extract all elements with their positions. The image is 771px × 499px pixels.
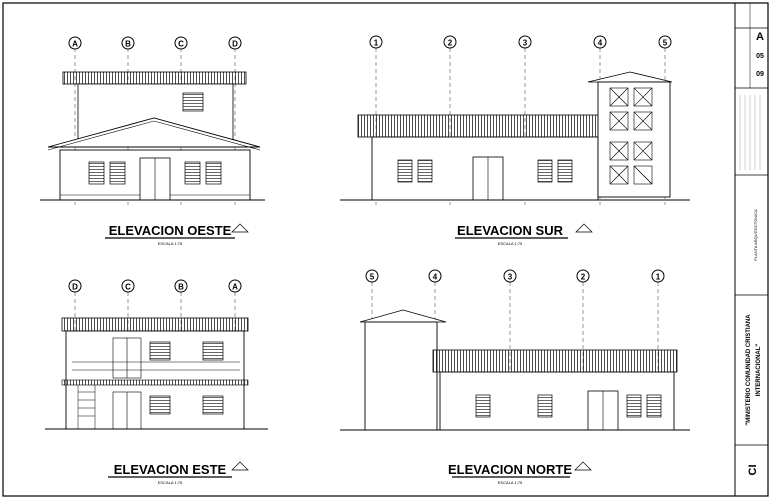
view-scale: ESCALA 1:75	[158, 241, 183, 246]
sheet-letter: A	[756, 31, 764, 43]
view-elevacion-oeste: A B C D ELEVACION OESTE ESCALA 1:75	[40, 36, 265, 246]
tower-windows	[609, 87, 653, 185]
svg-text:2: 2	[448, 39, 453, 48]
view-scale: ESCALA 1:75	[498, 241, 523, 246]
axis-bubble-3: 3	[503, 269, 517, 283]
view-elevacion-este: D C B A ELEVACION ESTE ESCALA 1:75	[45, 279, 268, 485]
upper-roof	[62, 71, 247, 85]
svg-text:B: B	[178, 283, 184, 292]
svg-text:C: C	[125, 283, 131, 292]
north-symbol-icon	[231, 461, 249, 471]
view-title: ELEVACION SUR	[457, 223, 564, 238]
axis-bubble-5: 5	[365, 269, 379, 283]
svg-text:3: 3	[508, 273, 513, 282]
axis-bubble-d: D	[68, 279, 82, 293]
svg-text:D: D	[232, 40, 238, 49]
sheet-total: 09	[756, 71, 764, 78]
view-title: ELEVACION NORTE	[448, 462, 572, 477]
info-lines	[739, 95, 761, 170]
axis-bubble-1: 1	[651, 269, 665, 283]
svg-text:2: 2	[581, 273, 586, 282]
window-row	[88, 161, 222, 185]
stair	[77, 385, 96, 429]
axis-bubble-c: C	[121, 279, 135, 293]
view-scale: ESCALA 1:75	[158, 480, 183, 485]
svg-text:B: B	[125, 40, 131, 49]
axis-bubble-3: 3	[518, 35, 532, 49]
svg-text:4: 4	[433, 273, 438, 282]
svg-text:3: 3	[523, 39, 528, 48]
vent-upper	[182, 92, 204, 112]
svg-text:1: 1	[656, 273, 661, 282]
project-line-2: INTERNACIONAL"	[756, 344, 762, 397]
svg-text:4: 4	[598, 39, 603, 48]
axis-bubble-2: 2	[443, 35, 457, 49]
axis-bubble-a: A	[68, 36, 82, 50]
svg-text:A: A	[232, 283, 238, 292]
axis-bubble-d: D	[228, 36, 242, 50]
title-block-frame	[734, 2, 769, 497]
axis-bubble-5: 5	[658, 35, 672, 49]
svg-text:C: C	[178, 40, 184, 49]
roof	[357, 114, 599, 138]
svg-text:5: 5	[663, 39, 668, 48]
north-symbol-icon	[574, 461, 592, 471]
view-elevacion-sur: 1 2 3 4 5 ELEVACION SUR ESCALA 1:75	[340, 35, 690, 246]
view-title: ELEVACION OESTE	[109, 223, 232, 238]
axis-bubble-1: 1	[369, 35, 383, 49]
axis-bubble-4: 4	[428, 269, 442, 283]
axis-bubble-b: B	[174, 279, 188, 293]
north-symbol-icon	[231, 223, 249, 233]
axis-bubble-c: C	[174, 36, 188, 50]
contents-label: PLANTA ARQUITECTONICA	[753, 209, 758, 261]
svg-text:5: 5	[370, 273, 375, 282]
axis-bubble-b: B	[121, 36, 135, 50]
axis-bubble-a: A	[228, 279, 242, 293]
north-symbol-icon	[575, 223, 593, 233]
axis-bubble-4: 4	[593, 35, 607, 49]
view-elevacion-norte: 5 4 3 2 1 ELEVACION NORTE ESCALA 1:75	[340, 269, 690, 485]
wall-windows	[397, 159, 573, 183]
view-title: ELEVACION ESTE	[114, 462, 227, 477]
logo-icon: CI	[747, 465, 759, 476]
gable-roof	[47, 117, 261, 148]
svg-text:A: A	[72, 40, 78, 49]
project-line-1: "MINISTERIO COMUNIDAD CRISTIANA	[746, 314, 752, 426]
railing	[72, 361, 240, 371]
view-scale: ESCALA 1:75	[498, 480, 523, 485]
svg-text:1: 1	[374, 39, 379, 48]
svg-text:D: D	[72, 283, 78, 292]
sheet-number: 05	[756, 53, 764, 60]
title-block: A 05 09 PLANTA ARQUITECTONICA "MINISTERI…	[735, 3, 768, 476]
axis-bubble-2: 2	[576, 269, 590, 283]
